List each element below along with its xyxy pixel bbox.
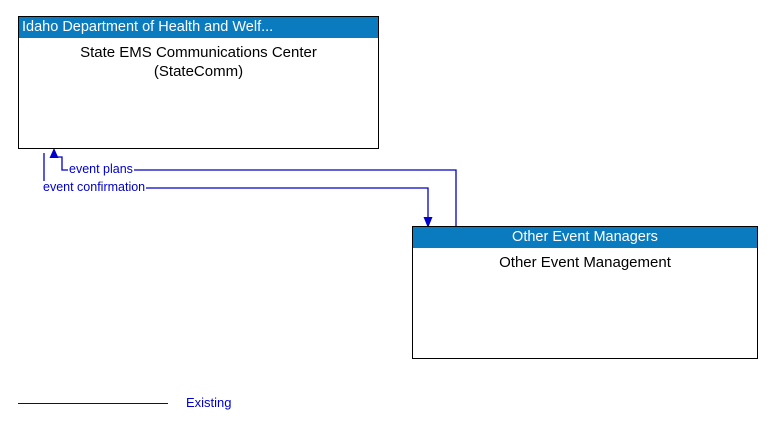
flow-arrow-event-confirmation [43,153,433,228]
flow-line-event-confirmation [43,153,429,221]
entity-box-other-event-managers[interactable]: Other Event Managers Other Event Managem… [412,226,758,359]
entity-header-other-event-managers: Other Event Managers [413,227,757,248]
entity-body-other-event-managers: Other Event Management [499,254,671,271]
flow-arrow-event-plans [49,148,457,226]
legend: Existing [18,394,278,414]
arrowhead-down-into-other-event-managers [423,217,433,228]
entity-body-statecomm: State EMS Communications Center (StateCo… [80,44,317,80]
flow-label-event-plans: event plans [68,162,134,176]
entity-header-statecomm: Idaho Department of Health and Welf... [19,17,378,38]
entity-box-statecomm[interactable]: Idaho Department of Health and Welf... S… [18,16,379,149]
flow-label-event-confirmation: event confirmation [42,180,147,194]
arrowhead-up-into-statecomm [49,148,59,158]
legend-line-existing [18,403,168,404]
legend-label-existing: Existing [186,395,232,410]
